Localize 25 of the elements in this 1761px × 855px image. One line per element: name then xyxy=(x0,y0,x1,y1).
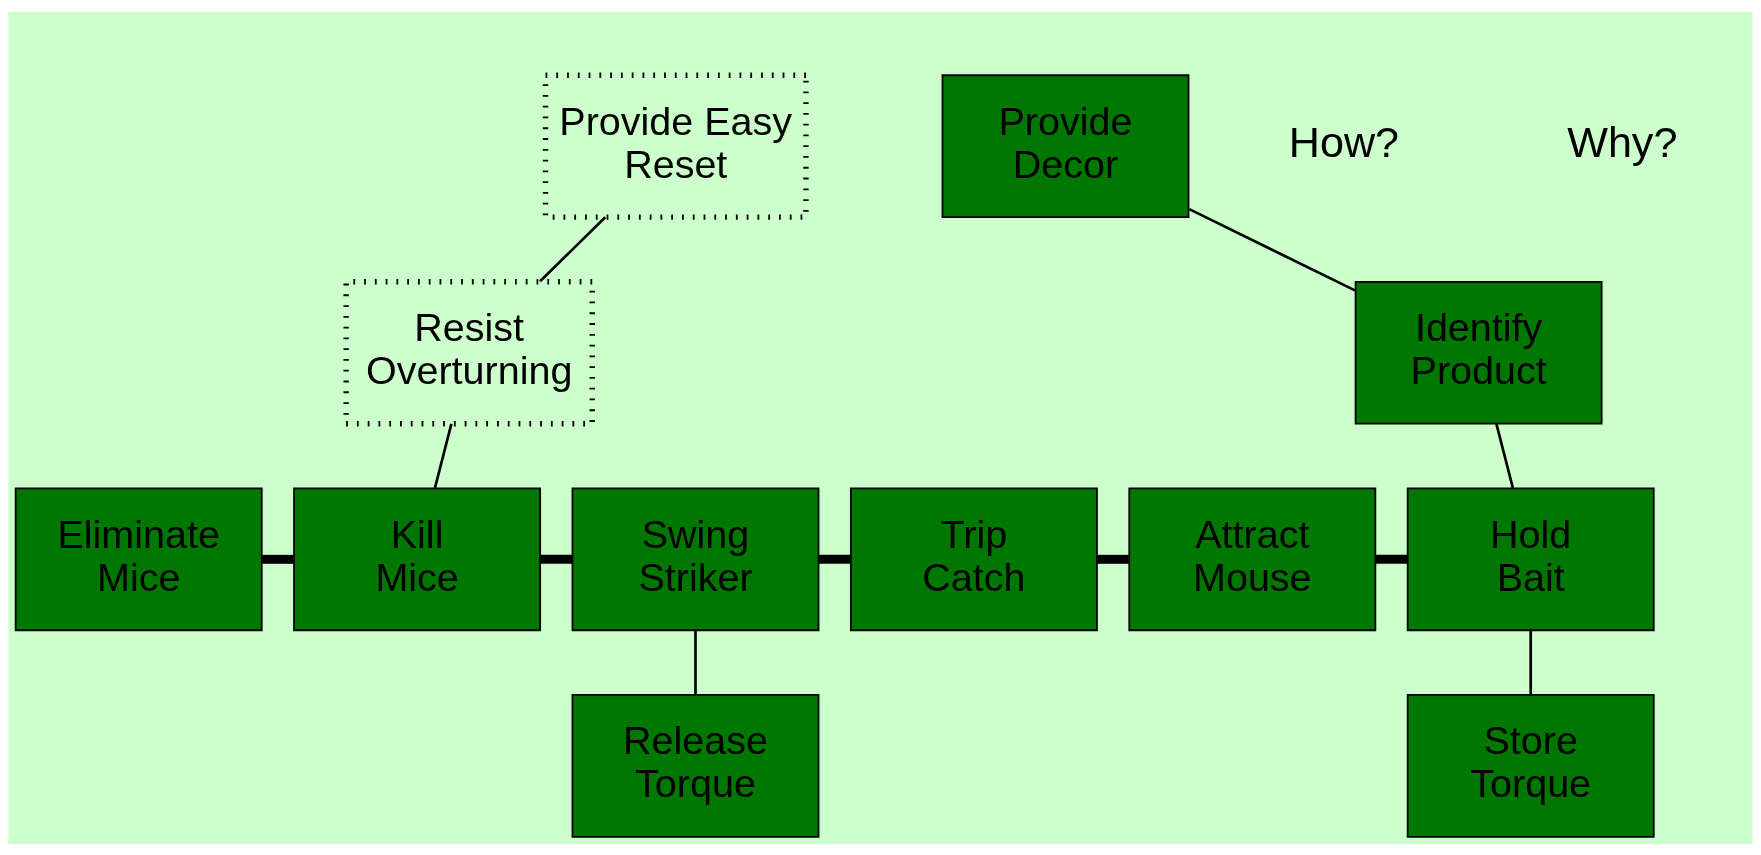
connector xyxy=(540,554,572,564)
connector xyxy=(262,554,294,564)
node-box: Trip Catch xyxy=(849,486,1098,631)
connector xyxy=(818,554,851,564)
node-box: Identify Product xyxy=(1354,280,1603,425)
node-box: Attract Mouse xyxy=(1128,486,1377,631)
node-box: Resist Overturning xyxy=(343,278,595,426)
node-box: Swing Striker xyxy=(571,486,820,631)
connector xyxy=(1188,207,1356,292)
connector xyxy=(1529,629,1533,694)
node-box: Hold Bait xyxy=(1406,486,1655,631)
label: How? xyxy=(1288,117,1399,166)
connector xyxy=(1495,423,1515,488)
connector xyxy=(1097,554,1129,564)
connector xyxy=(539,215,607,282)
label: Why? xyxy=(1567,117,1678,166)
connector xyxy=(1375,554,1408,564)
node-box: Release Torque xyxy=(571,693,820,838)
node-box: Store Torque xyxy=(1406,693,1655,838)
node-box: Kill Mice xyxy=(293,486,542,631)
connector xyxy=(694,629,697,694)
node-box: Provide Easy Reset xyxy=(542,72,809,220)
node-box: Eliminate Mice xyxy=(14,486,263,631)
connector xyxy=(433,423,453,488)
node-box: Provide Decor xyxy=(941,73,1190,218)
